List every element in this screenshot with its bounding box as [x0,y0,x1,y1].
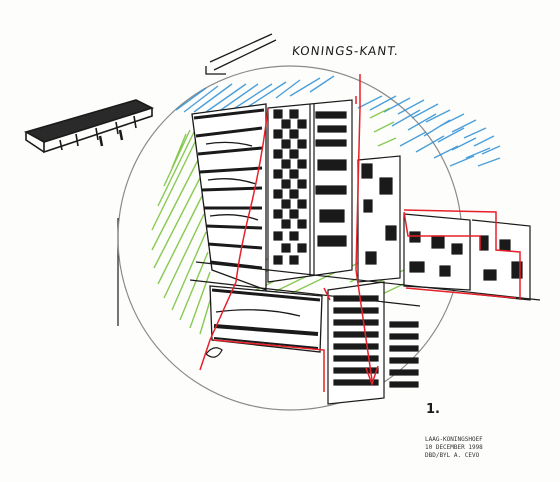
direction-lines [205,33,277,75]
right-buildings [357,155,531,301]
central-towers [267,99,353,283]
left-slab-building [191,103,267,291]
lower-towers [327,281,419,405]
caption-line: DBD/BYL A. CEVO [425,452,480,459]
red-route [199,74,521,392]
perspective-block-sketch [23,99,155,154]
sketch-title: KONINGS-KANT. [291,44,400,58]
lower-left-block [209,285,323,353]
sketch-caption: LAAG-KONINGSHOEF 10 DECEMBER 1998 DBD/BY… [425,436,483,460]
caption-line: 10 DECEMBER 1998 [425,444,483,451]
caption-line: LAAG-KONINGSHOEF [425,436,483,443]
ground-lines [189,261,541,358]
water-hatching [175,75,501,167]
sheet-number: 1. [426,402,440,417]
